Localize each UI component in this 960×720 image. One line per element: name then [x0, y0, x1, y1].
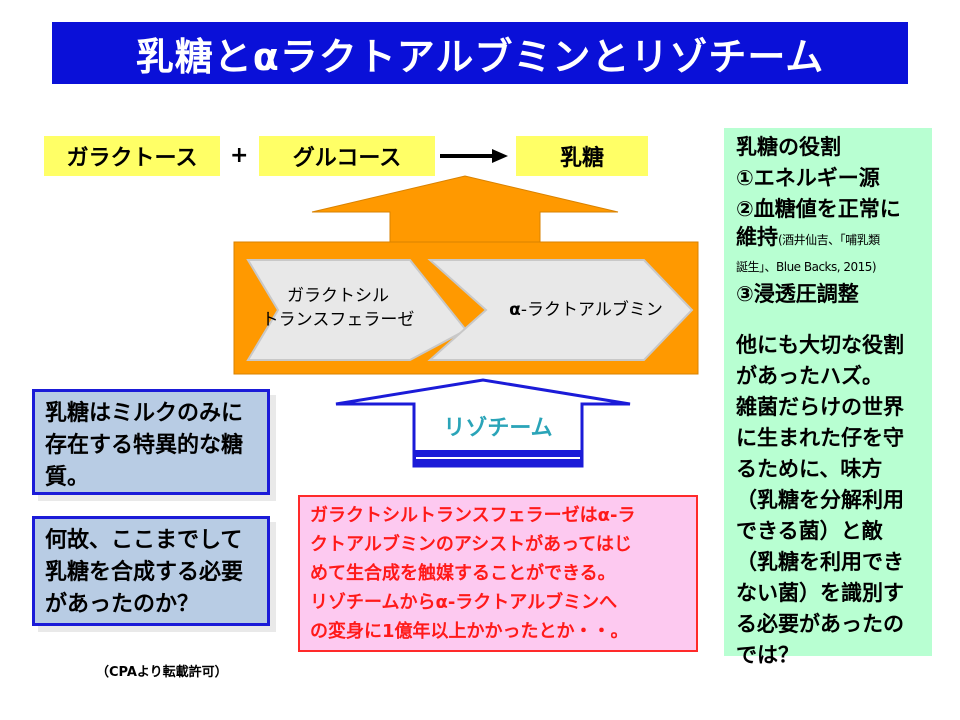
- citation-line-1: (酒井仙吉、「哺乳類: [778, 233, 880, 247]
- role-energy: ①エネルギー源: [736, 166, 880, 190]
- page-title: 乳糖とαラクトアルブミンとリゾチーム: [52, 22, 908, 84]
- role-blood-sugar-b: 維持(酒井仙吉、「哺乳類 誕生」、Blue Backs, 2015): [736, 225, 924, 279]
- lactose-uniqueness-box: 乳糖はミルクのみに存在する特異的な糖質。: [32, 389, 270, 495]
- pink-line: リゾチームからα-ラクトアルブミンへ: [310, 592, 618, 613]
- pink-line: クトアルブミンのアシストがあってはじ: [310, 534, 632, 555]
- transferase-line-2: トランスフェラーゼ: [261, 310, 415, 330]
- roles-heading: 乳糖の役割: [736, 135, 841, 159]
- glucose-box: グルコース: [259, 136, 435, 176]
- why-synthesize-box: 何故、ここまでして乳糖を合成する必要があったのか？: [32, 516, 270, 626]
- lysozyme-arrow: [335, 378, 631, 468]
- orange-synthesis-arrow: [233, 175, 699, 375]
- lactose-box: 乳糖: [516, 136, 648, 176]
- reaction-arrow: [440, 149, 508, 163]
- alpha-symbol: α: [509, 300, 521, 320]
- pink-line: ガラクトシルトランスフェラーゼはα-ラ: [310, 505, 636, 526]
- transferase-note-box: ガラクトシルトランスフェラーゼはα-ラ クトアルブミンのアシストがあってはじ め…: [298, 495, 698, 652]
- plus-sign: +: [230, 143, 249, 168]
- lysozyme-label: リゾチーム: [443, 416, 553, 441]
- role-maintain: 維持: [736, 225, 778, 249]
- role-osmotic: ③浸透圧調整: [736, 282, 859, 306]
- role-blood-sugar-a: ②血糖値を正常に: [736, 197, 901, 221]
- other-roles-body: 雑菌だらけの世界に生まれた仔を守るために、味方（乳糖を分解利用できる菌）と敵（乳…: [736, 395, 904, 667]
- pink-line: の変身に1億年以上かかったとか・・。: [310, 621, 629, 642]
- transferase-label: ガラクトシル トランスフェラーゼ: [252, 282, 424, 334]
- citation-line-2: 誕生」、Blue Backs, 2015): [736, 260, 877, 274]
- other-roles-b: があったハズ。: [736, 364, 883, 388]
- alpha-lactalbumin-text: -ラクトアルブミン: [520, 300, 663, 320]
- pink-line: めて生合成を触媒することができる。: [310, 563, 616, 584]
- alpha-lactalbumin-chevron: [427, 259, 694, 361]
- credit-note: （CPAより転載許可）: [96, 665, 228, 680]
- transferase-chevron: [246, 259, 468, 361]
- other-roles-a: 他にも大切な役割: [736, 333, 904, 357]
- lactose-roles-panel: 乳糖の役割 ①エネルギー源 ②血糖値を正常に 維持(酒井仙吉、「哺乳類 誕生」、…: [724, 128, 932, 667]
- transferase-line-1: ガラクトシル: [287, 286, 389, 306]
- alpha-lactalbumin-label: α-ラクトアルブミン: [498, 296, 674, 324]
- galactose-box: ガラクトース: [44, 136, 220, 176]
